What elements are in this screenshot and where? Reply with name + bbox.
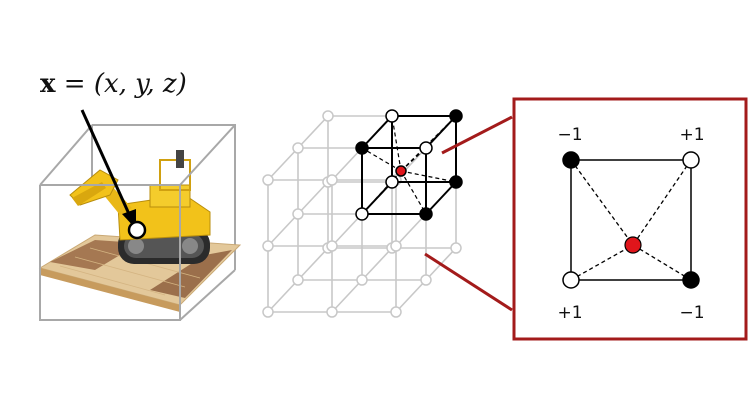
query-point-marker — [127, 220, 147, 240]
lattice-node — [292, 208, 304, 220]
cell-dashed-line — [361, 147, 402, 172]
lattice-node — [262, 174, 274, 186]
inset-panel: −1 +1 +1 −1 — [512, 97, 748, 341]
lattice-node — [326, 174, 338, 186]
lattice-edge — [267, 279, 299, 313]
lattice-edge — [297, 247, 329, 281]
cell-dashed-line — [400, 170, 457, 183]
lattice-node — [322, 110, 334, 122]
lattice-edge — [361, 247, 393, 281]
cell-vertex-filled — [419, 207, 433, 221]
lattice-node — [326, 240, 338, 252]
lattice-grid — [262, 109, 463, 318]
cell-query-point — [395, 165, 407, 177]
inset-vertex-bottom-right — [682, 271, 700, 289]
inset-vertex-top-left — [562, 151, 580, 169]
lattice-edge — [267, 213, 299, 247]
lattice-edge — [395, 213, 427, 247]
point-label-bold: x — [40, 69, 56, 99]
lattice-edge — [331, 213, 363, 247]
point-label-rest: = (x, y, z) — [56, 69, 187, 99]
inset-dashed-lines — [570, 159, 692, 281]
lattice-node — [292, 142, 304, 154]
inset-label-bottom-right: −1 — [679, 303, 704, 323]
inset-frame — [512, 97, 748, 341]
lattice-edge — [331, 279, 363, 313]
inset-vertex-bottom-left — [562, 271, 580, 289]
cell-vertex-filled — [449, 175, 463, 189]
lattice-node — [356, 274, 368, 286]
cell-vertex-hollow — [385, 175, 399, 189]
cell-dashed-line — [391, 115, 402, 172]
lego-bulldozer-image — [38, 150, 242, 312]
cell-vertex-hollow — [385, 109, 399, 123]
inset-query-point — [624, 236, 642, 254]
lattice-edge — [297, 115, 329, 149]
lattice-node — [420, 274, 432, 286]
lattice-edge — [395, 279, 427, 313]
point-coordinate-label: x = (x, y, z) — [40, 69, 187, 99]
lattice-edge — [297, 181, 329, 215]
scene-panel: x = (x, y, z) — [38, 69, 242, 321]
lattice-edge — [331, 147, 363, 181]
connector-lines — [424, 115, 513, 312]
lattice-node — [262, 306, 274, 318]
cell-edge — [425, 181, 457, 215]
inset-label-bottom-left: +1 — [557, 303, 582, 323]
lattice-node — [390, 306, 402, 318]
cell-vertex-hollow — [419, 141, 433, 155]
lattice-node — [262, 240, 274, 252]
cell-vertex-filled — [449, 109, 463, 123]
lattice-edge — [267, 147, 299, 181]
cell-edge — [361, 115, 393, 149]
inset-vertex-top-right — [682, 151, 700, 169]
cell-vertex-hollow — [355, 207, 369, 221]
cell-vertex-filled — [355, 141, 369, 155]
inset-label-top-right: +1 — [679, 125, 704, 145]
cell-dashed-line — [400, 170, 427, 215]
lattice-node — [390, 240, 402, 252]
inset-cell — [570, 159, 692, 281]
lattice-node — [292, 274, 304, 286]
inset-label-top-left: −1 — [557, 125, 582, 145]
lattice-node — [450, 242, 462, 254]
lattice-node — [326, 306, 338, 318]
arrow-icon — [80, 109, 136, 229]
